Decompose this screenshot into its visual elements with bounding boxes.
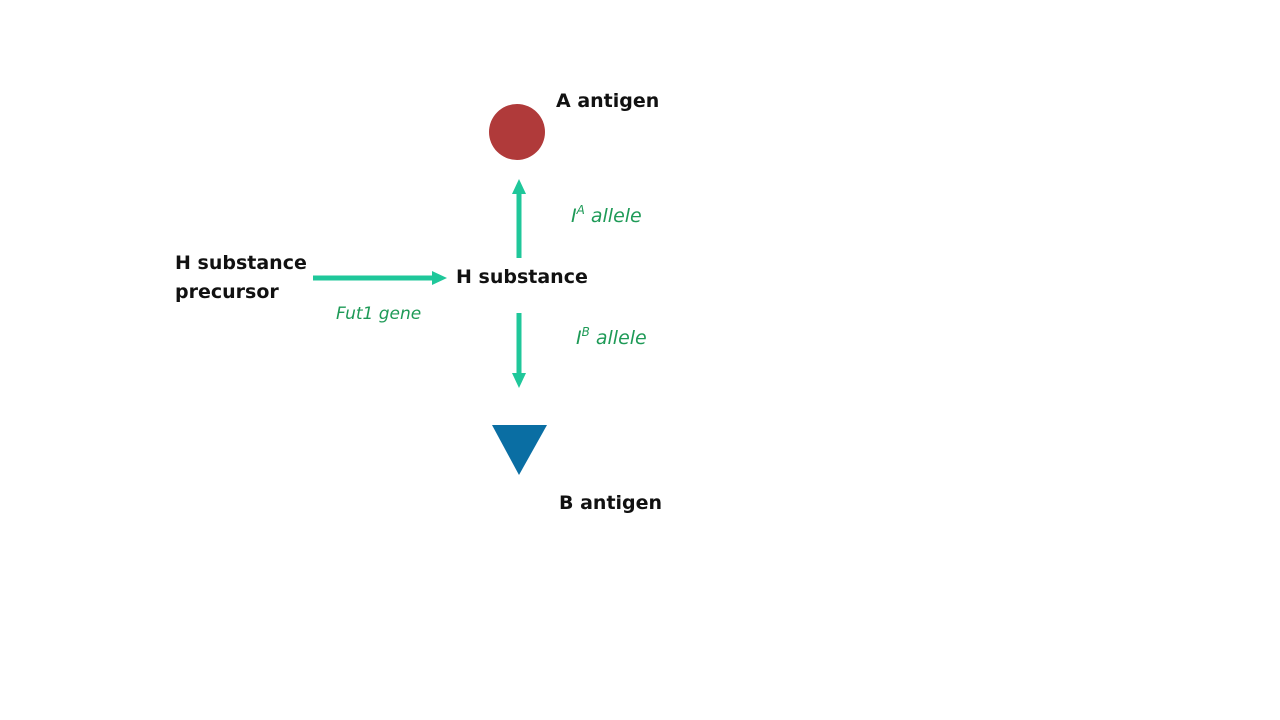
b-antigen-triangle-icon	[492, 425, 547, 475]
ib-arrow	[512, 313, 526, 388]
precursor-line-2: precursor	[175, 281, 279, 303]
node-h-substance: H substance	[456, 266, 588, 288]
ib-superscript: B	[581, 325, 590, 339]
ib-base: I	[576, 327, 582, 349]
ib-arrow-head	[512, 373, 526, 388]
edge-label-ia-allele: IA allele	[571, 203, 642, 227]
node-b-antigen: B antigen	[559, 492, 663, 514]
ib-rest: allele	[589, 327, 647, 349]
edge-label-fut1-gene: Fut1 gene	[336, 304, 422, 324]
a-antigen-circle-icon	[489, 104, 545, 160]
fut1-arrow	[313, 271, 447, 285]
ia-rest: allele	[584, 205, 642, 227]
ia-superscript: A	[576, 203, 585, 217]
ia-arrow	[512, 179, 526, 258]
precursor-line-1: H substance	[175, 252, 307, 274]
node-h-substance-precursor: H substance precursor	[175, 249, 307, 307]
ia-arrow-head	[512, 179, 526, 194]
node-a-antigen: A antigen	[556, 90, 660, 112]
fut1-arrow-head	[432, 271, 447, 285]
edge-label-ib-allele: IB allele	[576, 325, 647, 349]
ia-base: I	[571, 205, 577, 227]
